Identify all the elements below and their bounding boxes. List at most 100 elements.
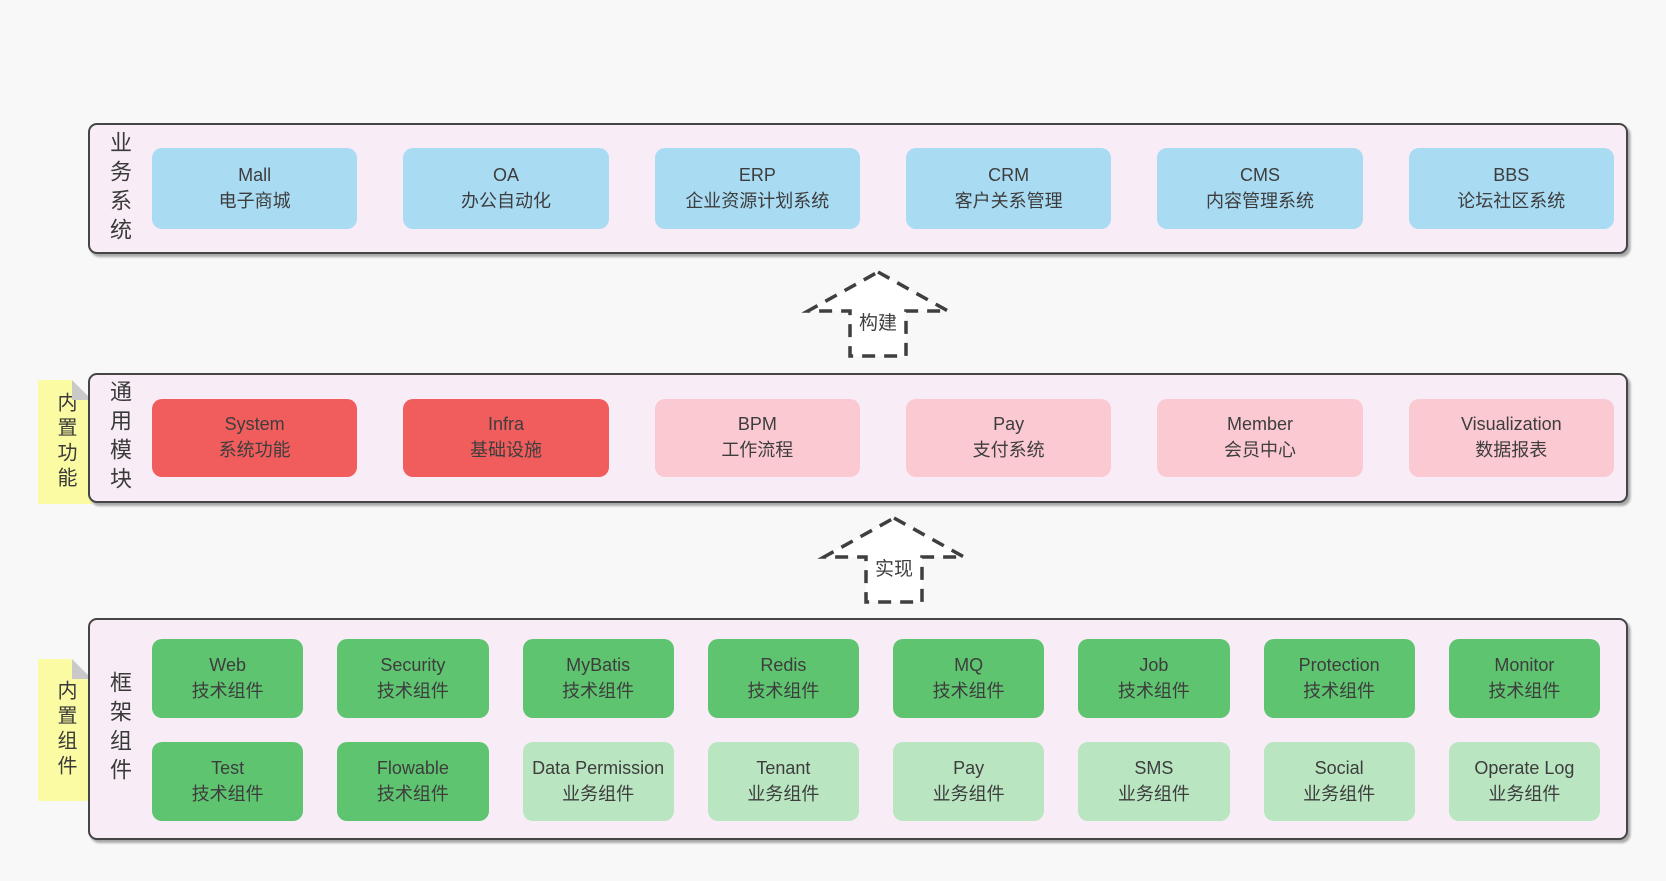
- layer-business-systems: 业务系统 Mall 电子商城 OA 办公自动化 ERP 企业资源计划系统 CRM…: [88, 123, 1628, 254]
- box-title: Pay: [953, 757, 985, 778]
- box-title: Monitor: [1494, 654, 1555, 675]
- box-title: ERP: [738, 164, 776, 185]
- box-subtitle: 业务组件: [747, 783, 820, 804]
- box-title: Job: [1139, 654, 1169, 675]
- box-data-permission: Data Permission 业务组件: [522, 742, 674, 821]
- note-label: 内置组件: [54, 680, 76, 780]
- box-title: CMS: [1239, 164, 1280, 185]
- box-title: CRM: [988, 164, 1030, 185]
- layer-framework-components: 框架组件 Web 技术组件 Security 技术组件 MyBatis 技术组件…: [88, 618, 1628, 840]
- box-title: Member: [1226, 414, 1293, 435]
- box-subtitle: 技术组件: [1303, 680, 1376, 701]
- box-visualization: Visualization 数据报表: [1408, 399, 1614, 477]
- box-title: Protection: [1298, 654, 1380, 675]
- box-subtitle: 技术组件: [562, 680, 635, 701]
- common-modules-row: System 系统功能 Infra 基础设施 BPM 工作流程 Pay 支付系统…: [148, 375, 1626, 501]
- box-subtitle: 系统功能: [218, 440, 291, 460]
- box-infra: Infra 基础设施: [403, 399, 609, 477]
- box-subtitle: 企业资源计划系统: [685, 190, 830, 211]
- box-security: Security 技术组件: [337, 639, 489, 718]
- box-title: Redis: [760, 654, 807, 675]
- box-social: Social 业务组件: [1263, 742, 1415, 821]
- business-systems-row: Mall 电子商城 OA 办公自动化 ERP 企业资源计划系统 CRM 客户关系…: [148, 125, 1626, 252]
- box-title: BBS: [1493, 164, 1530, 185]
- box-subtitle: 工作流程: [721, 440, 794, 460]
- box-title: Tenant: [756, 757, 811, 778]
- sticky-note-builtin-features: 内置功能: [38, 380, 92, 504]
- box-mybatis: MyBatis 技术组件: [522, 639, 674, 718]
- box-title: Social: [1314, 757, 1364, 778]
- box-title: Operate Log: [1474, 757, 1575, 778]
- framework-components-grid: Web 技术组件 Security 技术组件 MyBatis 技术组件 Redi…: [148, 620, 1626, 838]
- box-subtitle: 技术组件: [376, 680, 449, 701]
- box-subtitle: 业务组件: [1117, 783, 1190, 804]
- box-title: Data Permission: [532, 757, 665, 778]
- box-operate-log: Operate Log 业务组件: [1448, 742, 1600, 821]
- box-subtitle: 业务组件: [1303, 783, 1376, 804]
- sticky-note-builtin-components: 内置组件: [38, 659, 92, 801]
- arrow-label: 实现: [870, 554, 918, 581]
- layer-label: 通用模块: [107, 380, 132, 496]
- box-title: MQ: [954, 654, 984, 675]
- box-subtitle: 技术组件: [191, 680, 264, 701]
- box-system: System 系统功能: [152, 399, 358, 477]
- box-title: Visualization: [1460, 414, 1562, 435]
- box-subtitle: 论坛社区系统: [1457, 190, 1566, 211]
- box-tenant: Tenant 业务组件: [707, 742, 859, 821]
- build-arrow: 构建: [801, 268, 955, 360]
- layer-label-column: 通用模块: [90, 375, 148, 501]
- box-monitor: Monitor 技术组件: [1448, 639, 1600, 718]
- box-protection: Protection 技术组件: [1263, 639, 1415, 718]
- box-job: Job 技术组件: [1078, 639, 1230, 718]
- implement-arrow: 实现: [817, 514, 971, 606]
- box-cms: CMS 内容管理系统: [1157, 148, 1363, 229]
- box-test: Test 技术组件: [152, 742, 304, 821]
- box-mall: Mall 电子商城: [152, 148, 358, 229]
- box-title: MyBatis: [566, 654, 631, 675]
- box-title: Infra: [487, 414, 524, 435]
- layer-label-column: 框架组件: [90, 620, 148, 838]
- box-title: Flowable: [376, 757, 449, 778]
- box-subtitle: 办公自动化: [460, 190, 551, 211]
- box-oa: OA 办公自动化: [403, 148, 609, 229]
- box-bpm: BPM 工作流程: [654, 399, 860, 477]
- box-title: Security: [380, 654, 446, 675]
- folded-corner-icon: [72, 659, 92, 679]
- box-subtitle: 业务组件: [1488, 783, 1561, 804]
- box-subtitle: 客户关系管理: [954, 190, 1063, 211]
- box-mq: MQ 技术组件: [893, 639, 1045, 718]
- box-title: OA: [492, 164, 519, 185]
- layer-common-modules: 通用模块 System 系统功能 Infra 基础设施 BPM 工作流程 Pay…: [88, 373, 1628, 503]
- box-web: Web 技术组件: [152, 639, 304, 718]
- box-subtitle: 数据报表: [1475, 440, 1548, 460]
- box-subtitle: 技术组件: [1488, 680, 1561, 701]
- box-title: BPM: [737, 414, 777, 435]
- box-subtitle: 支付系统: [972, 440, 1045, 460]
- box-sms: SMS 业务组件: [1078, 742, 1230, 821]
- box-subtitle: 基础设施: [469, 440, 542, 460]
- box-title: Web: [209, 654, 246, 675]
- box-title: Mall: [238, 164, 272, 185]
- box-subtitle: 会员中心: [1223, 440, 1296, 460]
- note-label: 内置功能: [54, 392, 76, 492]
- box-subtitle: 技术组件: [1117, 680, 1190, 701]
- box-member: Member 会员中心: [1157, 399, 1363, 477]
- box-subtitle: 技术组件: [191, 783, 264, 804]
- folded-corner-icon: [72, 380, 92, 400]
- box-subtitle: 技术组件: [747, 680, 820, 701]
- box-bbs: BBS 论坛社区系统: [1408, 148, 1614, 229]
- box-subtitle: 业务组件: [562, 783, 635, 804]
- box-pay-module: Pay 支付系统: [905, 399, 1112, 477]
- box-subtitle: 业务组件: [932, 783, 1005, 804]
- box-title: SMS: [1134, 757, 1174, 778]
- layer-label: 业务系统: [107, 130, 132, 247]
- box-subtitle: 技术组件: [376, 783, 449, 804]
- box-redis: Redis 技术组件: [707, 639, 859, 718]
- box-flowable: Flowable 技术组件: [337, 742, 489, 821]
- box-crm: CRM 客户关系管理: [905, 148, 1112, 229]
- box-subtitle: 内容管理系统: [1205, 190, 1314, 211]
- box-pay-component: Pay 业务组件: [893, 742, 1045, 821]
- layer-label: 框架组件: [107, 671, 132, 787]
- box-title: System: [224, 414, 285, 435]
